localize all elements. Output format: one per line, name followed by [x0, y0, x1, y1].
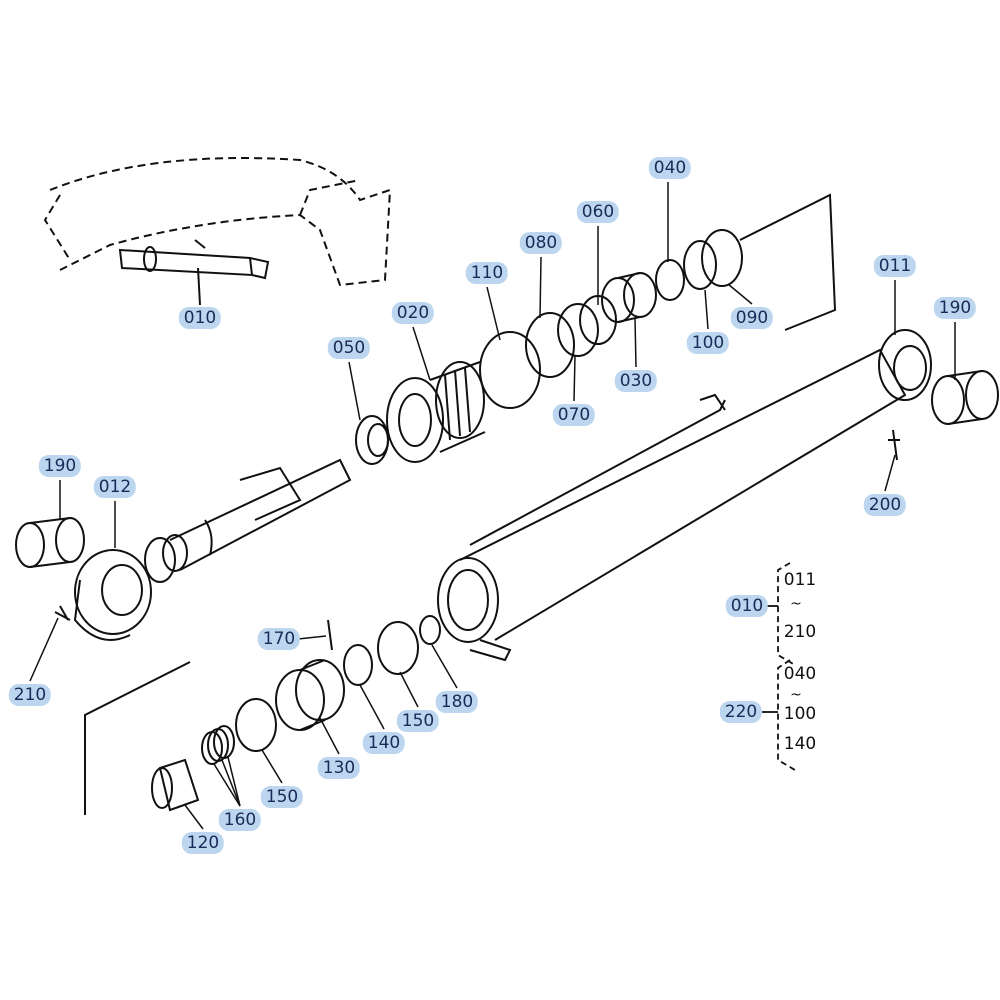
piston-parts-lower — [84, 615, 441, 815]
legend-range-end: 100 — [783, 704, 817, 724]
gland — [386, 361, 486, 463]
callout-050: 050 — [327, 337, 371, 359]
callout-040: 040 — [648, 157, 692, 179]
callout-150: 150 — [260, 786, 304, 808]
callout-120: 120 — [181, 832, 225, 854]
callout-020: 020 — [391, 302, 435, 324]
callout-030: 030 — [614, 370, 658, 392]
callout-012: 012 — [93, 476, 137, 498]
callout-080: 080 — [519, 232, 563, 254]
legend-range-tilde: ~ — [790, 687, 802, 703]
callout-170: 170 — [257, 628, 301, 650]
legend-range-start: 040 — [783, 664, 817, 684]
callout-140: 140 — [362, 732, 406, 754]
callout-150: 150 — [396, 710, 440, 732]
legend-range-end: 210 — [783, 622, 817, 642]
rod-end-bushing-left — [15, 517, 85, 568]
callout-190: 190 — [933, 297, 977, 319]
callout-200: 200 — [863, 494, 907, 516]
grease-fittings — [54, 429, 900, 621]
callout-011: 011 — [873, 255, 917, 277]
callout-110: 110 — [465, 262, 509, 284]
piston-rod-assembly — [73, 458, 352, 641]
callout-210: 210 — [8, 684, 52, 706]
overview-cylinder — [118, 239, 270, 306]
callout-070: 070 — [552, 404, 596, 426]
callout-060: 060 — [576, 201, 620, 223]
legend-range-start: 011 — [783, 570, 817, 590]
machine-overview-sketch — [43, 157, 392, 287]
callout-100: 100 — [686, 332, 730, 354]
callout-180: 180 — [435, 691, 479, 713]
callout-130: 130 — [317, 757, 361, 779]
legend-range-tilde: ~ — [790, 596, 802, 612]
legend-range-extra: 140 — [783, 734, 817, 754]
callout-090: 090 — [730, 307, 774, 329]
legend-key-010: 010 — [725, 595, 769, 617]
callout-190: 190 — [38, 455, 82, 477]
legend-key-220: 220 — [719, 701, 763, 723]
seal-rings-upper — [355, 193, 837, 465]
callout-010: 010 — [178, 307, 222, 329]
callout-160: 160 — [218, 809, 262, 831]
rod-end-bushing-right — [931, 370, 999, 425]
cylinder-tube — [437, 329, 932, 662]
leader-lines — [29, 182, 956, 830]
